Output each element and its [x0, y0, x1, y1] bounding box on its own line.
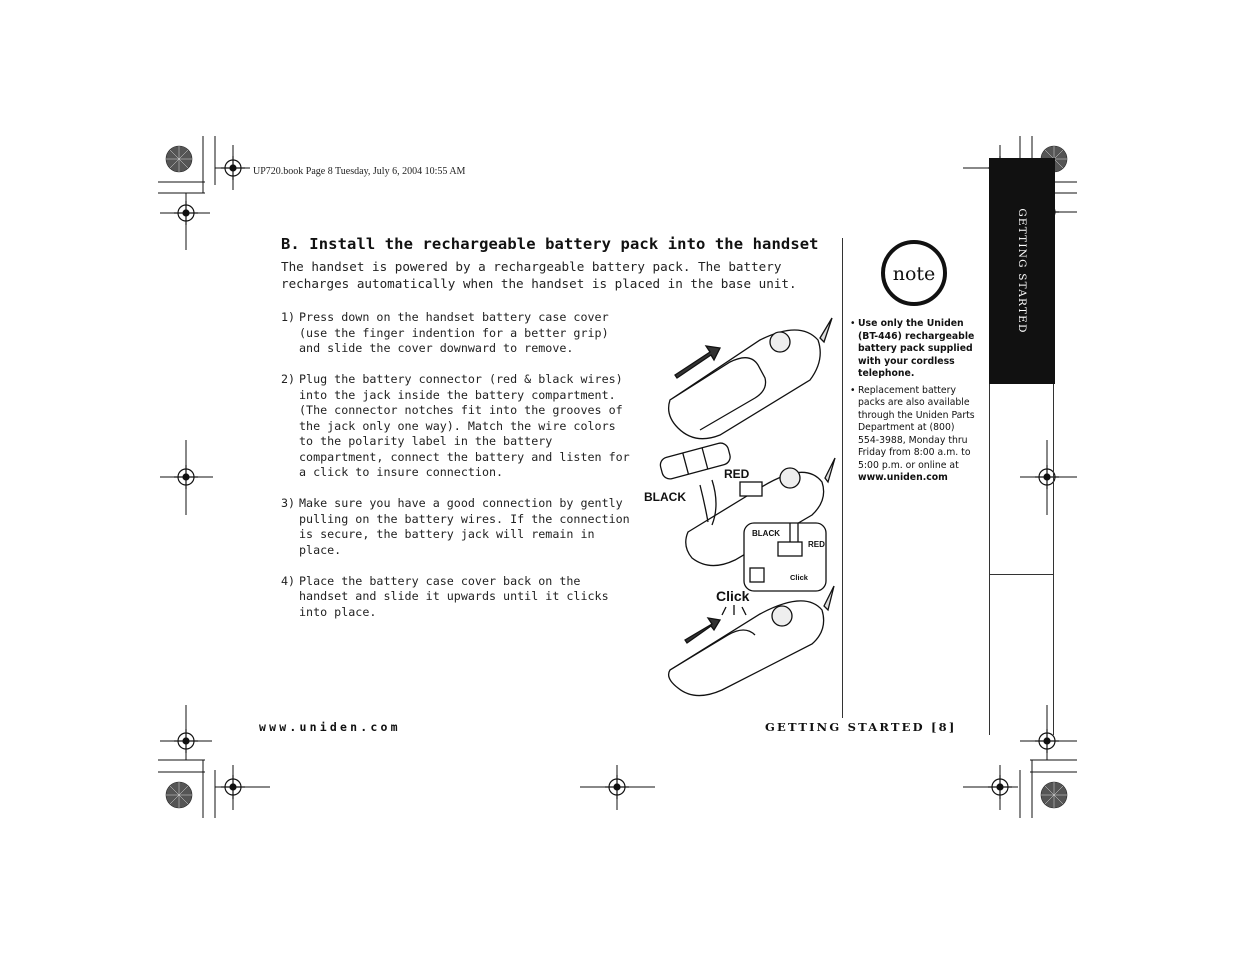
side-tab-box [989, 384, 1054, 575]
section-intro: The handset is powered by a rechargeable… [281, 259, 797, 291]
print-slug: UP720.book Page 8 Tuesday, July 6, 2004 … [253, 166, 466, 177]
note-icon: note [881, 240, 947, 306]
step-number: 4) [281, 573, 296, 588]
step-text: Make sure you have a good connection by … [299, 496, 630, 557]
step-item: 2)Plug the battery connector (red & blac… [281, 372, 633, 481]
section-side-tab-label: GETTING STARTED [1016, 208, 1028, 334]
step-text: Press down on the handset battery case c… [299, 310, 609, 355]
section-heading: B. Install the rechargeable battery pack… [281, 235, 819, 253]
inset-label-red: RED [808, 540, 825, 549]
step-text: Plug the battery connector (red & black … [299, 372, 630, 479]
step-item: 4)Place the battery case cover back on t… [281, 574, 633, 621]
note-text-wrap: Replacement battery packs are also avail… [858, 385, 975, 485]
note-badge-label: note [893, 263, 936, 285]
step-number: 1) [281, 310, 296, 324]
label-red: RED [724, 467, 750, 481]
note-bullet: • [850, 384, 856, 396]
label-click: Click [716, 588, 750, 604]
note-list: • Use only the Uniden (BT-446) rechargea… [850, 318, 975, 489]
label-black: BLACK [644, 490, 686, 504]
battery-install-illustration: RED BLACK BLACK RED Click Click [644, 317, 836, 697]
note-link[interactable]: www.uniden.com [858, 472, 948, 483]
footer-page-label: GETTING STARTED [8] [765, 720, 957, 734]
side-tab-box [989, 575, 1054, 735]
step-text: Place the battery case cover back on the… [299, 573, 609, 619]
section-side-tab [989, 158, 1055, 384]
note-item: • Replacement battery packs are also ava… [850, 385, 975, 485]
note-divider [842, 238, 843, 718]
step-number: 3) [281, 496, 296, 510]
note-item: • Use only the Uniden (BT-446) rechargea… [850, 318, 975, 381]
note-bullet: • [850, 318, 856, 329]
step-item: 3)Make sure you have a good connection b… [281, 496, 633, 558]
step-item: 1)Press down on the handset battery case… [281, 310, 633, 357]
inset-label-black: BLACK [752, 529, 780, 538]
note-text: Replacement battery packs are also avail… [858, 384, 975, 471]
inset-label-click: Click [790, 573, 809, 582]
footer-url[interactable]: www.uniden.com [259, 720, 401, 734]
step-number: 2) [281, 372, 296, 386]
note-text: Use only the Uniden (BT-446) rechargeabl… [858, 318, 975, 379]
instruction-steps: 1)Press down on the handset battery case… [281, 310, 633, 636]
